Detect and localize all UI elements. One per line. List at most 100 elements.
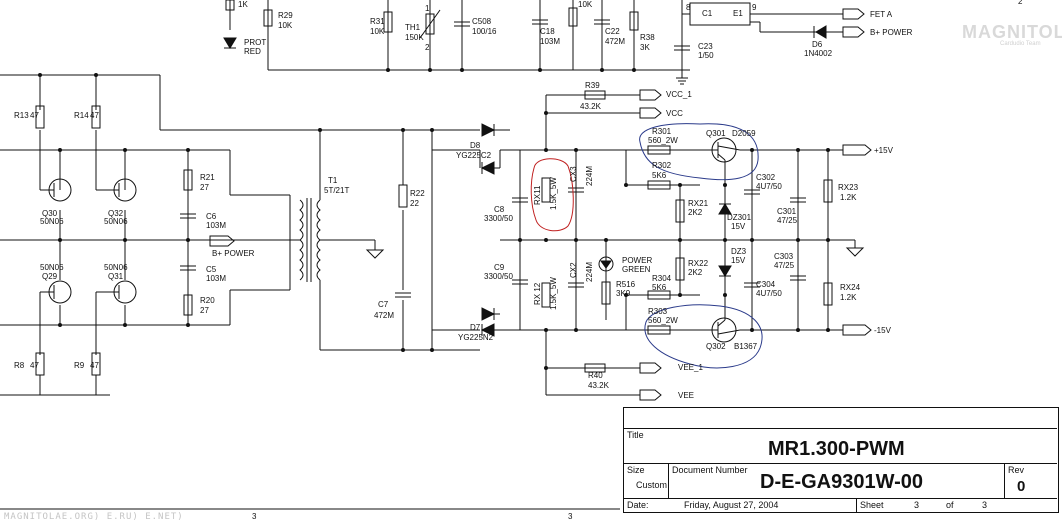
svg-text:Q31: Q31 [108, 272, 124, 281]
svg-text:5K6: 5K6 [652, 171, 667, 180]
b-power-mid-flag [209, 235, 235, 247]
plus15-flag [842, 144, 872, 156]
svg-text:103M: 103M [540, 37, 560, 46]
dz301-zener [718, 203, 732, 215]
c9-capacitor [512, 279, 528, 285]
secondary-wiring [318, 128, 480, 352]
rx11-resistor [541, 177, 551, 203]
svg-text:VEE: VEE [678, 391, 694, 400]
svg-text:C18: C18 [540, 27, 555, 36]
svg-text:RX23: RX23 [838, 183, 859, 192]
c23-capacitor [674, 45, 690, 51]
vee1-flag [639, 362, 662, 374]
size-label: Size [627, 465, 645, 475]
svg-text:R29: R29 [278, 11, 293, 20]
svg-text:R301: R301 [652, 127, 672, 136]
svg-text:YG225C2: YG225C2 [456, 151, 492, 160]
svg-text:YG225N2: YG225N2 [458, 333, 494, 342]
top-10k-resistor [568, 7, 578, 27]
th1-thermistor [419, 9, 441, 39]
c301-capacitor [790, 197, 806, 203]
r22-resistor [398, 184, 408, 208]
svg-text:DZ301: DZ301 [727, 213, 752, 222]
svg-text:5K6: 5K6 [652, 283, 667, 292]
c508-capacitor [454, 21, 470, 27]
c5-capacitor [180, 265, 196, 271]
svg-text:E1: E1 [733, 9, 743, 18]
svg-text:Q302: Q302 [706, 342, 726, 351]
svg-text:R13: R13 [14, 111, 29, 120]
power-green-led [598, 256, 614, 272]
frame-mark-3: 2 [1018, 0, 1023, 6]
svg-text:1/50: 1/50 [698, 51, 714, 60]
svg-text:T1: T1 [328, 176, 338, 185]
q301-transistor [700, 137, 741, 163]
svg-text:1.2K: 1.2K [840, 293, 857, 302]
power-stage-wiring [0, 73, 480, 396]
svg-text:3300/50: 3300/50 [484, 272, 513, 281]
svg-text:1: 1 [425, 4, 430, 13]
svg-text:RX22: RX22 [688, 259, 709, 268]
svg-text:R20: R20 [200, 296, 215, 305]
title-block: Title MR1.300-PWM Size Custom Document N… [623, 407, 1059, 513]
watermark-subtitle: Cardudio Team [1000, 41, 1041, 47]
svg-text:R38: R38 [640, 33, 655, 42]
svg-text:103M: 103M [206, 274, 226, 283]
svg-text:R40: R40 [588, 371, 603, 380]
q30-mosfet [39, 175, 72, 202]
rx22-resistor [675, 257, 685, 281]
c18-capacitor [532, 19, 548, 25]
c22-capacitor [594, 19, 610, 25]
svg-text:47/25: 47/25 [777, 216, 798, 225]
svg-text:RX 12: RX 12 [533, 282, 542, 305]
svg-text:22: 22 [410, 199, 419, 208]
svg-text:B1367: B1367 [734, 342, 758, 351]
c7-capacitor [395, 292, 411, 298]
watermark-url: MAGNITOLAE.ORG) E.RU) E.NET) [4, 512, 184, 522]
svg-text:47: 47 [30, 111, 39, 120]
svg-text:1N4002: 1N4002 [804, 49, 833, 58]
svg-text:2K2: 2K2 [688, 268, 703, 277]
svg-text:C303: C303 [774, 252, 794, 261]
svg-text:47/25: 47/25 [774, 261, 795, 270]
svg-text:RX21: RX21 [688, 199, 709, 208]
svg-text:Q32: Q32 [108, 209, 124, 218]
svg-text:C7: C7 [378, 300, 389, 309]
svg-text:D2059: D2059 [732, 129, 756, 138]
size-value: Custom [636, 480, 668, 490]
q301-annotation-circle [639, 123, 759, 181]
svg-text:50N06: 50N06 [40, 263, 64, 272]
svg-text:TH1: TH1 [405, 23, 421, 32]
r13-resistor [35, 105, 45, 129]
title-label: Title [627, 430, 644, 440]
svg-text:27: 27 [200, 306, 209, 315]
rail-wiring [500, 94, 865, 396]
svg-text:R304: R304 [652, 274, 672, 283]
svg-text:VEE_1: VEE_1 [678, 363, 703, 372]
d7-diode-pair [480, 307, 520, 337]
svg-text:2: 2 [425, 43, 430, 52]
svg-text:43.2K: 43.2K [588, 381, 610, 390]
q32-mosfet [95, 175, 137, 202]
svg-text:RX11: RX11 [533, 185, 542, 205]
svg-text:27: 27 [200, 183, 209, 192]
vee-flag [639, 389, 662, 401]
rev-value: 0 [1017, 478, 1026, 495]
r21-resistor [183, 169, 193, 191]
svg-text:-15V: -15V [874, 326, 892, 335]
svg-text:472M: 472M [605, 37, 625, 46]
svg-text:R303: R303 [648, 307, 668, 316]
svg-text:C302: C302 [756, 173, 776, 182]
svg-text:FET A: FET A [870, 10, 893, 19]
q29-mosfet [39, 280, 72, 325]
c304-capacitor [744, 282, 760, 288]
svg-text:R8: R8 [14, 361, 25, 370]
svg-text:3K9: 3K9 [616, 289, 631, 298]
svg-text:224M: 224M [585, 166, 594, 186]
r304-resistor [647, 290, 671, 300]
c8-capacitor [512, 197, 528, 203]
cx2-capacitor [568, 282, 584, 288]
svg-text:R302: R302 [652, 161, 672, 170]
top-1k-resistor [225, 0, 235, 11]
